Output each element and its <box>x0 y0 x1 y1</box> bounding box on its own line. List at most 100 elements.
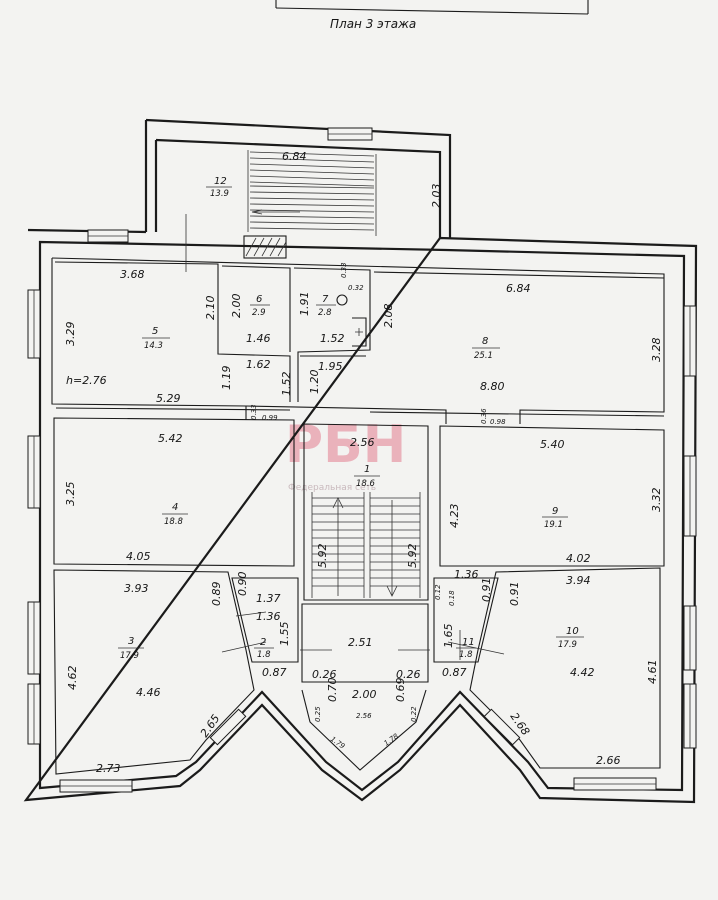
dimension-label: 2.56 <box>350 436 375 449</box>
dimension-label: 0.69 <box>394 678 407 703</box>
dimension-label: 5.42 <box>158 432 183 445</box>
dimension-label: 2.66 <box>596 754 621 767</box>
room-number: 11 <box>462 637 475 648</box>
room-number: 9 <box>552 506 558 517</box>
dimension-label: 1.37 <box>256 592 281 605</box>
dimension-label: 0.90 <box>236 572 249 597</box>
room-number: 8 <box>482 336 488 347</box>
dimension-label: 4.62 <box>66 666 79 691</box>
dimension-label: 0.87 <box>442 666 467 679</box>
dimension-label: 5.92 <box>316 544 329 569</box>
dimension-label: 1.95 <box>318 360 343 373</box>
dimension-label: 0.70 <box>326 678 339 703</box>
room-number: 1 <box>364 464 370 475</box>
dimension-label: 2.00 <box>230 294 243 319</box>
dimension-label: 5.92 <box>406 544 419 569</box>
dimension-label: 1.36 <box>256 610 281 623</box>
dimension-label: 0.26 <box>312 668 337 681</box>
room-area: 2.9 <box>252 308 266 318</box>
dimension-label: 3.93 <box>124 582 149 595</box>
dimension-label: 1.55 <box>278 622 291 647</box>
dimension-label: 1.78 <box>383 732 401 748</box>
dimension-label: 2.51 <box>348 636 373 649</box>
dimension-label: 1.36 <box>454 568 479 581</box>
dimension-label: 3.32 <box>650 488 663 513</box>
dimension-label: 3.28 <box>650 338 663 363</box>
room-number: 12 <box>214 176 227 187</box>
dimension-label: 1.52 <box>280 372 293 397</box>
room-area: 1.8 <box>459 650 473 660</box>
previous-sheet-frame <box>275 0 589 15</box>
room-number: 3 <box>128 636 134 647</box>
room-number: 4 <box>172 502 178 513</box>
dimension-label: 0.91 <box>508 582 521 607</box>
dimension-label: 4.05 <box>126 550 151 563</box>
dimension-label: 4.23 <box>448 504 461 529</box>
room-number: 10 <box>566 626 579 637</box>
dimension-label: 0.91 <box>480 578 493 603</box>
dimension-label: 2.73 <box>96 762 121 775</box>
ceiling-height-label: h=2.76 <box>66 374 107 387</box>
dimension-label: 6.84 <box>506 282 531 295</box>
watermark-subtitle: Федеральная сеть <box>288 483 376 493</box>
room-area: 17.9 <box>120 651 139 661</box>
dimension-label: 5.29 <box>156 392 181 405</box>
dimension-label: 1.46 <box>246 332 271 345</box>
room-number: 2 <box>260 637 266 648</box>
dimension-label: 0.33 <box>250 404 258 420</box>
dimension-label: 2.56 <box>356 712 372 720</box>
room-area: 19.1 <box>544 520 563 530</box>
dimension-label: 0.25 <box>314 706 322 722</box>
dimension-label: 5.40 <box>540 438 565 451</box>
dimension-label: 0.33 <box>340 262 348 278</box>
dimension-label: 0.32 <box>348 284 364 292</box>
room-area: 13.9 <box>210 189 229 199</box>
dimension-label: 1.91 <box>298 292 311 317</box>
room-number: 6 <box>256 294 262 305</box>
plan-title: План 3 этажа <box>330 17 416 31</box>
dimension-label: 1.52 <box>320 332 345 345</box>
dimension-label: 1.20 <box>308 370 321 395</box>
dimension-label: 1.62 <box>246 358 271 371</box>
dimension-label: 2.03 <box>430 184 443 209</box>
dimension-label: 0.89 <box>210 582 223 607</box>
main-stairs <box>247 150 377 236</box>
dimension-label: 2.08 <box>382 304 395 329</box>
dimension-label: 0.12 <box>434 584 442 600</box>
dimension-label: 3.25 <box>64 482 77 507</box>
room-area: 18.8 <box>164 517 184 527</box>
dimension-label: 0.36 <box>480 408 488 424</box>
dimension-label: 4.46 <box>136 686 161 699</box>
dimension-label: 0.26 <box>396 668 421 681</box>
room-area: 18.6 <box>356 479 376 489</box>
dimension-label: 2.10 <box>204 296 217 321</box>
inner-stairs <box>311 492 421 598</box>
dimension-label: 2.00 <box>352 688 377 701</box>
dimension-label: 4.42 <box>570 666 595 679</box>
room-labels: 12 13.9 5 14.3 6 2.9 7 2.8 8 25.1 1 18.6… <box>66 176 584 661</box>
dimension-label: 4.61 <box>646 660 659 685</box>
room-number: 5 <box>152 326 158 337</box>
dimension-label: 0.22 <box>410 706 418 722</box>
dimension-label: 1.19 <box>220 366 233 391</box>
room-area: 25.1 <box>474 351 493 361</box>
dimension-label: 1.65 <box>442 624 455 649</box>
dimension-label: 8.80 <box>480 380 505 393</box>
room-area: 17.9 <box>558 640 577 650</box>
dimension-label: 0.99 <box>262 414 278 422</box>
room-area: 1.8 <box>257 650 271 660</box>
dimension-label: 3.68 <box>120 268 145 281</box>
dimension-label: 4.02 <box>566 552 591 565</box>
dimension-label: 6.84 <box>282 150 307 163</box>
room-number: 7 <box>322 294 329 305</box>
dimension-label: 3.29 <box>64 322 77 347</box>
dimension-label: 0.87 <box>262 666 287 679</box>
dimension-label: 0.98 <box>490 418 506 426</box>
interior-walls <box>51 257 665 775</box>
dimension-label: 0.18 <box>448 590 456 606</box>
room-area: 14.3 <box>144 341 163 351</box>
room-area: 2.8 <box>318 308 332 318</box>
windows <box>27 127 697 793</box>
